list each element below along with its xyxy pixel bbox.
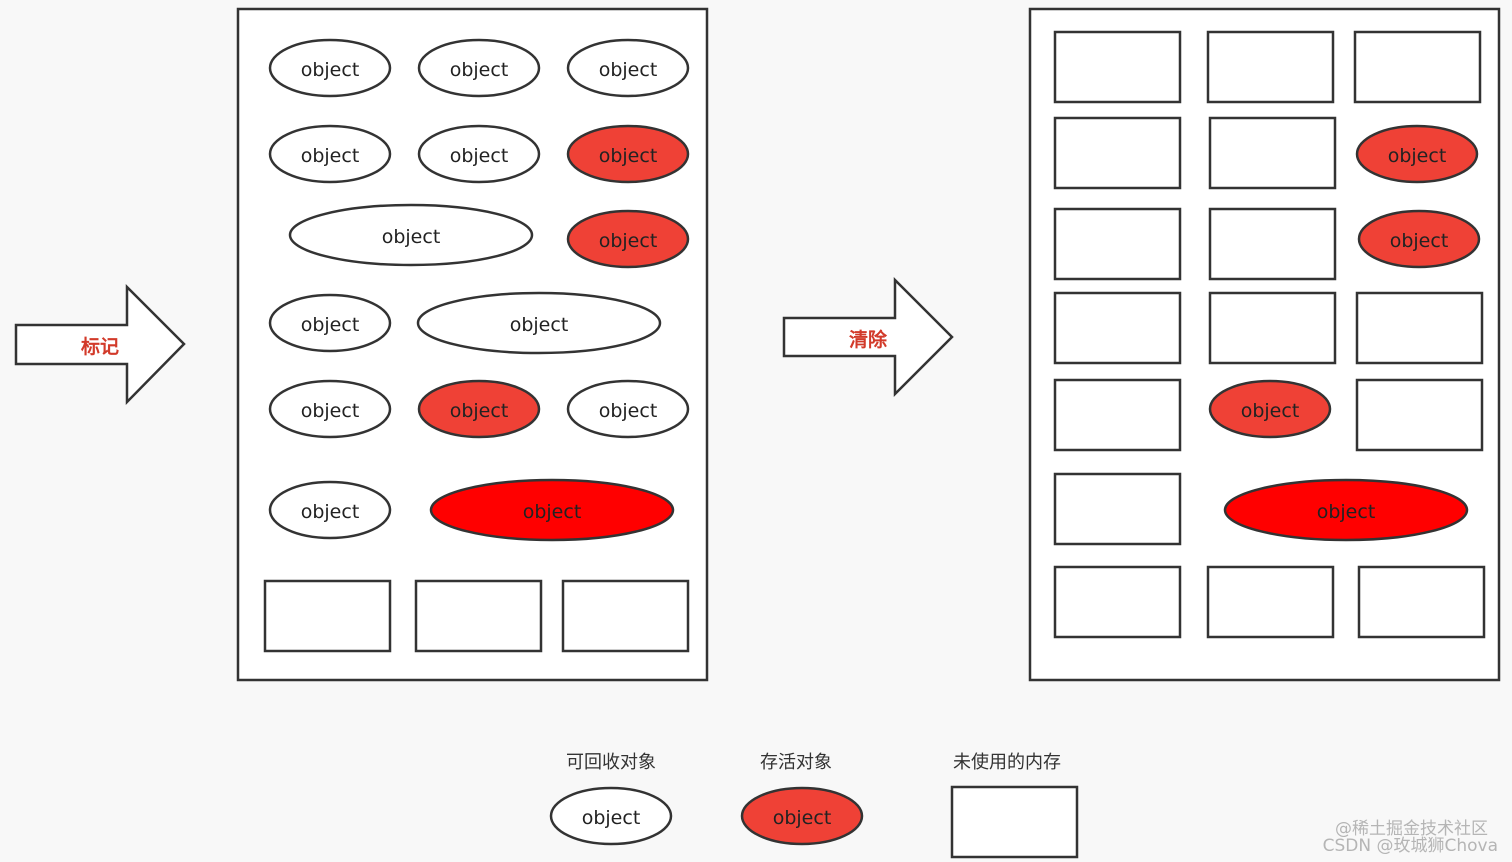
unused-memory-block [1053,565,1182,639]
reclaimable-object [417,124,541,184]
reclaimable-object [417,38,541,98]
alive-object [566,209,690,269]
unused-memory-block [1355,378,1484,452]
reclaimable-object [566,379,690,439]
watermark: @稀土掘金技术社区 CSDN @玫城狮Chova [1323,819,1498,856]
object-label: object [382,226,441,248]
unused-memory-block [1208,291,1337,365]
object-label: object [301,59,360,81]
object-label: object [599,400,658,422]
unused-memory-block [561,579,690,653]
legend: 可回收对象 object 存活对象 object 未使用的内存 [549,752,1079,859]
reclaimable-object-large [416,291,662,355]
reclaimable-object [268,293,392,353]
legend-alive-swatch [740,786,864,846]
object-label: object [523,501,582,523]
mark-arrow-shape [14,283,186,406]
unused-memory-block [1053,30,1182,104]
object-label: object [1241,400,1300,422]
unused-memory-block [1208,116,1337,190]
clear-arrow-label: 清除 [849,328,888,351]
reclaimable-object [566,38,690,98]
reclaimable-object [268,38,392,98]
mark-arrow-label: 标记 [81,336,119,358]
object-label: object [599,230,658,252]
alive-object-large [429,478,675,542]
object-label: object [301,314,360,336]
before-heap-panel: object object object object object objec… [236,7,709,682]
unused-memory-block [263,579,392,653]
watermark-line-2: CSDN @玫城狮Chova [1323,836,1498,856]
legend-unused-label: 未使用的内存 [953,752,1061,773]
alive-object [1357,209,1481,269]
mark-arrow: 标记 [14,283,186,406]
unused-memory-block [1357,565,1486,639]
after-heap-panel: object object object object [1028,7,1501,682]
reclaimable-object [268,124,392,184]
clear-arrow: 清除 [782,276,954,398]
clear-arrow-shape [782,276,954,398]
unused-memory-block [1053,207,1182,281]
unused-memory-block [1053,472,1182,546]
unused-memory-block [1206,30,1335,104]
alive-object [1355,124,1479,184]
object-label: object [773,807,832,829]
unused-memory-block [1355,291,1484,365]
object-label: object [510,314,569,336]
legend-alive-label: 存活对象 [760,752,832,773]
legend-reclaimable-label: 可回收对象 [566,752,656,773]
unused-memory-block [414,579,543,653]
reclaimable-object [268,480,392,540]
object-label: object [1388,145,1447,167]
object-label: object [301,145,360,167]
alive-object [1208,379,1332,439]
object-label: object [599,59,658,81]
object-label: object [301,501,360,523]
legend-reclaimable-swatch [549,786,673,846]
object-label: object [599,145,658,167]
unused-memory-block [1053,291,1182,365]
unused-memory-block [1053,378,1182,452]
object-label: object [450,145,509,167]
reclaimable-object-large [288,203,534,267]
unused-memory-block [1053,116,1182,190]
alive-object [566,124,690,184]
unused-memory-block [1353,30,1482,104]
reclaimable-object [268,379,392,439]
legend-unused-swatch [950,785,1079,859]
unused-memory-block [1206,565,1335,639]
object-label: object [301,400,360,422]
object-label: object [450,400,509,422]
alive-object [417,379,541,439]
unused-memory-block [1208,207,1337,281]
alive-object-large [1223,478,1469,542]
object-label: object [582,807,641,829]
object-label: object [450,59,509,81]
object-label: object [1390,230,1449,252]
object-label: object [1317,501,1376,523]
watermark-line-1: @稀土掘金技术社区 [1335,819,1488,839]
